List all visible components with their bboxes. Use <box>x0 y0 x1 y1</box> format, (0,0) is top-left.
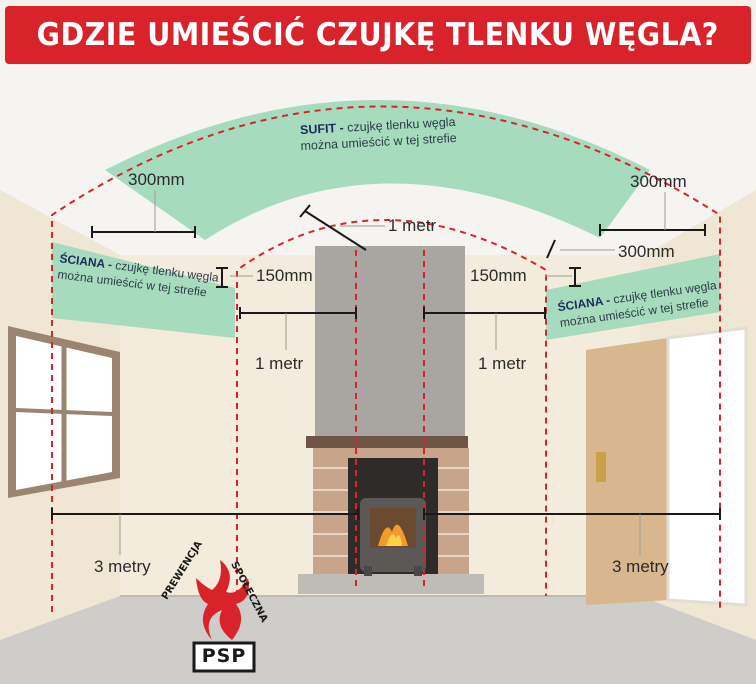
ceiling-zone <box>105 100 650 240</box>
wall-zone-left <box>52 242 235 338</box>
side-right-1m-label: 1 metr <box>478 354 527 373</box>
leader-lines <box>119 190 666 555</box>
flame-icon <box>196 560 249 640</box>
psp-logo <box>192 560 256 673</box>
zone-guidelines <box>51 105 721 612</box>
floor <box>0 596 756 684</box>
wall-zone-right <box>546 254 720 340</box>
window <box>8 326 120 498</box>
title-banner: GDZIE UMIEŚCIĆ CZUJKĘ TLENKU WĘGLA? <box>5 6 751 64</box>
page-title: GDZIE UMIEŚCIĆ CZUJKĘ TLENKU WĘGLA? <box>36 17 720 53</box>
ceiling-zone-heading: SUFIT - <box>299 120 345 138</box>
ceiling-right-300mm-label: 300mm <box>630 172 687 191</box>
logo-acronym: PSP <box>201 645 247 667</box>
floor-right-3m-label: 3 metry <box>612 557 669 576</box>
floor-left-3m-label: 3 metry <box>94 557 151 576</box>
wall-right-150mm-label: 150mm <box>470 266 527 285</box>
measurement-lines <box>51 204 721 520</box>
side-left-1m-label: 1 metr <box>255 354 304 373</box>
wall-left-150mm-label: 150mm <box>256 266 313 285</box>
fireplace <box>298 246 484 594</box>
ceiling-left-300mm-label: 300mm <box>128 170 185 189</box>
ceiling-side-300mm-label: 300mm <box>618 242 675 261</box>
top-center-1m-label: 1 metr <box>388 216 437 235</box>
